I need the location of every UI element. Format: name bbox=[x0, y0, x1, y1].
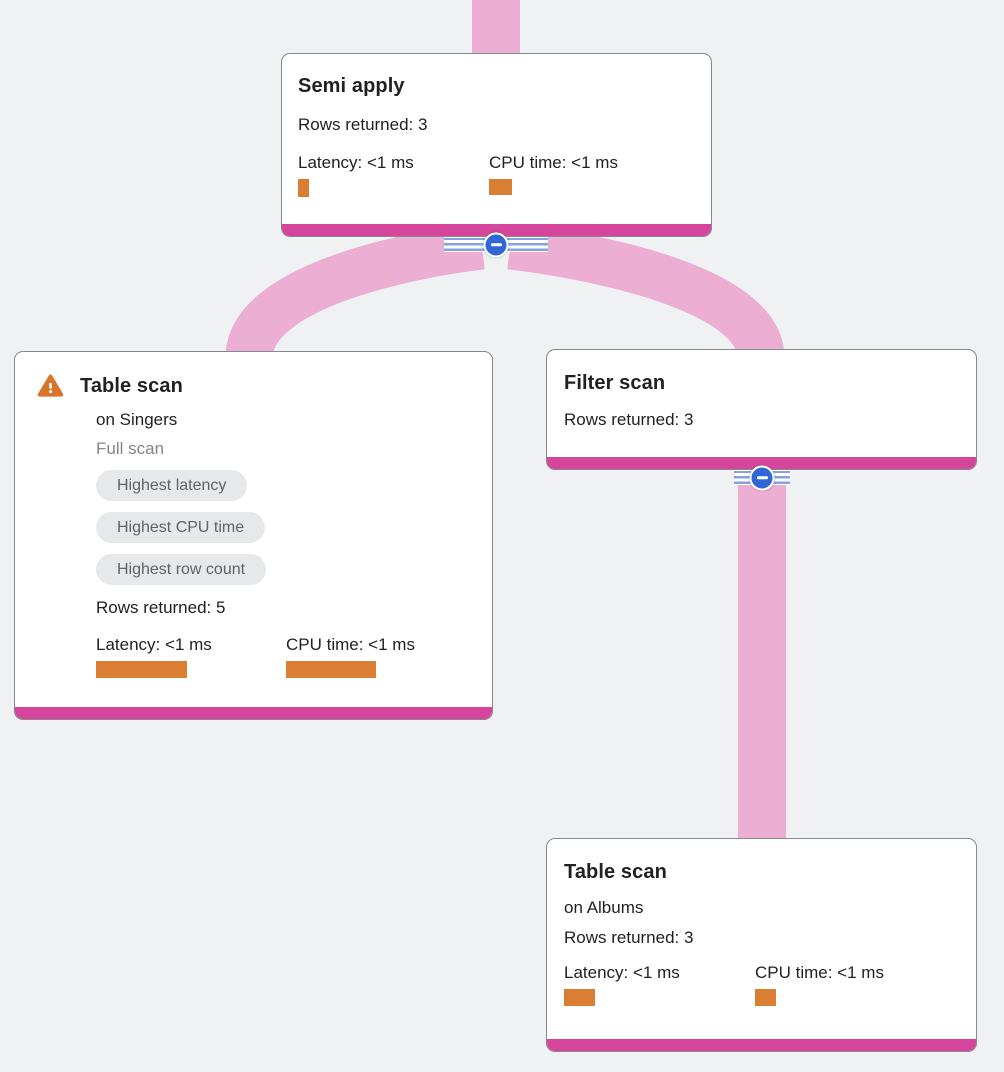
edge-parent-to-semi-apply bbox=[472, 0, 520, 56]
node-accent-bar bbox=[15, 707, 492, 719]
scan-type: Full scan bbox=[96, 439, 165, 458]
minus-icon bbox=[490, 243, 502, 246]
latency-bar bbox=[564, 989, 595, 1006]
edge-filter-scan-to-table-scan-albums bbox=[738, 472, 786, 842]
node-semi-apply[interactable]: Semi apply Rows returned: 3 Latency: <1 … bbox=[281, 53, 712, 237]
collapse-handle-semi-apply bbox=[444, 232, 548, 257]
cpu-time-bar bbox=[286, 661, 376, 678]
cpu-time-label: CPU time: <1 ms bbox=[489, 153, 618, 172]
cpu-time-label: CPU time: <1 ms bbox=[286, 635, 415, 654]
edge-semi-apply-to-table-scan-singers bbox=[225, 222, 485, 361]
node-title: Table scan bbox=[564, 861, 667, 883]
minus-icon bbox=[756, 476, 768, 479]
collapse-button-filter-scan[interactable] bbox=[749, 465, 775, 490]
node-accent-bar bbox=[282, 224, 711, 236]
collapse-handle-filter-scan bbox=[734, 465, 790, 490]
latency-bar bbox=[298, 179, 309, 197]
latency-label: Latency: <1 ms bbox=[564, 963, 680, 982]
badge-highest-latency: Highest latency bbox=[96, 470, 248, 501]
cpu-time-label: CPU time: <1 ms bbox=[755, 963, 884, 982]
node-title: Semi apply bbox=[298, 75, 405, 97]
badge-highest-cpu-time: Highest CPU time bbox=[96, 512, 266, 543]
latency-label: Latency: <1 ms bbox=[96, 635, 212, 654]
node-accent-bar bbox=[547, 1039, 976, 1051]
node-table-scan-singers[interactable]: Table scan on Singers Full scan Highest … bbox=[14, 351, 493, 720]
badge-highest-row-count: Highest row count bbox=[96, 554, 267, 585]
node-table-scan-albums[interactable]: Table scan on Albums Rows returned: 3 La… bbox=[546, 838, 977, 1052]
cpu-time-bar bbox=[755, 989, 776, 1006]
scan-target: on Singers bbox=[96, 410, 178, 429]
rows-returned: Rows returned: 3 bbox=[564, 928, 694, 947]
edge-semi-apply-to-filter-scan bbox=[507, 222, 785, 361]
badge-list: Highest latency Highest CPU time Highest… bbox=[96, 470, 476, 585]
node-title: Filter scan bbox=[564, 372, 666, 394]
cpu-time-bar bbox=[489, 179, 512, 195]
scan-target: on Albums bbox=[564, 898, 644, 917]
latency-label: Latency: <1 ms bbox=[298, 153, 414, 172]
collapse-button-semi-apply[interactable] bbox=[483, 232, 509, 257]
rows-returned: Rows returned: 3 bbox=[564, 410, 694, 429]
rows-returned: Rows returned: 3 bbox=[298, 115, 428, 134]
node-filter-scan[interactable]: Filter scan Rows returned: 3 bbox=[546, 349, 977, 470]
latency-bar bbox=[96, 661, 187, 678]
node-title: Table scan bbox=[80, 375, 183, 397]
rows-returned: Rows returned: 5 bbox=[96, 598, 226, 617]
warning-icon bbox=[37, 374, 64, 397]
node-accent-bar bbox=[547, 457, 976, 469]
